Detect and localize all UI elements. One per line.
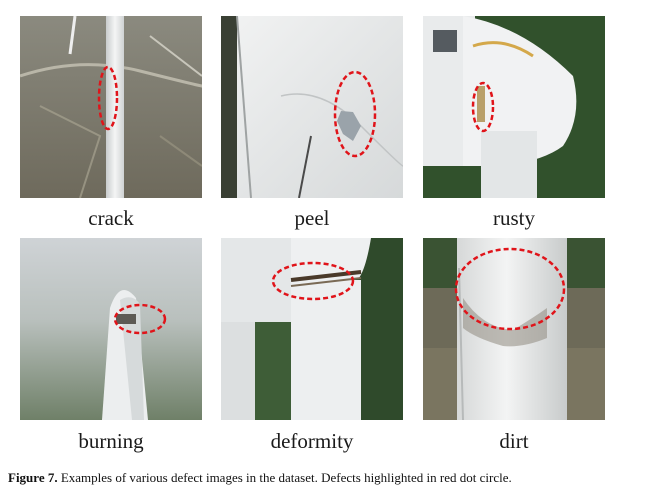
deformity-image xyxy=(221,238,403,420)
defect-highlight xyxy=(113,303,167,335)
rusty-image xyxy=(423,16,605,198)
burning-image xyxy=(20,238,202,420)
defect-highlight xyxy=(97,65,119,131)
defect-highlight xyxy=(471,81,495,133)
dirt-label: dirt xyxy=(499,429,529,453)
peel-image xyxy=(221,16,403,198)
dirt-image xyxy=(423,238,605,420)
caption-text: Examples of various defect images in the… xyxy=(57,470,512,485)
deformity-label: deformity xyxy=(270,429,354,453)
figure-caption: Figure 7. Examples of various defect ima… xyxy=(8,470,663,486)
figure-number: Figure 7. xyxy=(8,470,58,485)
defect-highlight xyxy=(333,70,377,158)
defect-highlight xyxy=(271,261,355,301)
crack-image xyxy=(20,16,202,198)
defect-highlight xyxy=(454,247,566,331)
burning-label: burning xyxy=(78,429,144,453)
crack-label: crack xyxy=(88,206,134,230)
peel-label: peel xyxy=(294,206,330,230)
rusty-label: rusty xyxy=(493,206,535,230)
